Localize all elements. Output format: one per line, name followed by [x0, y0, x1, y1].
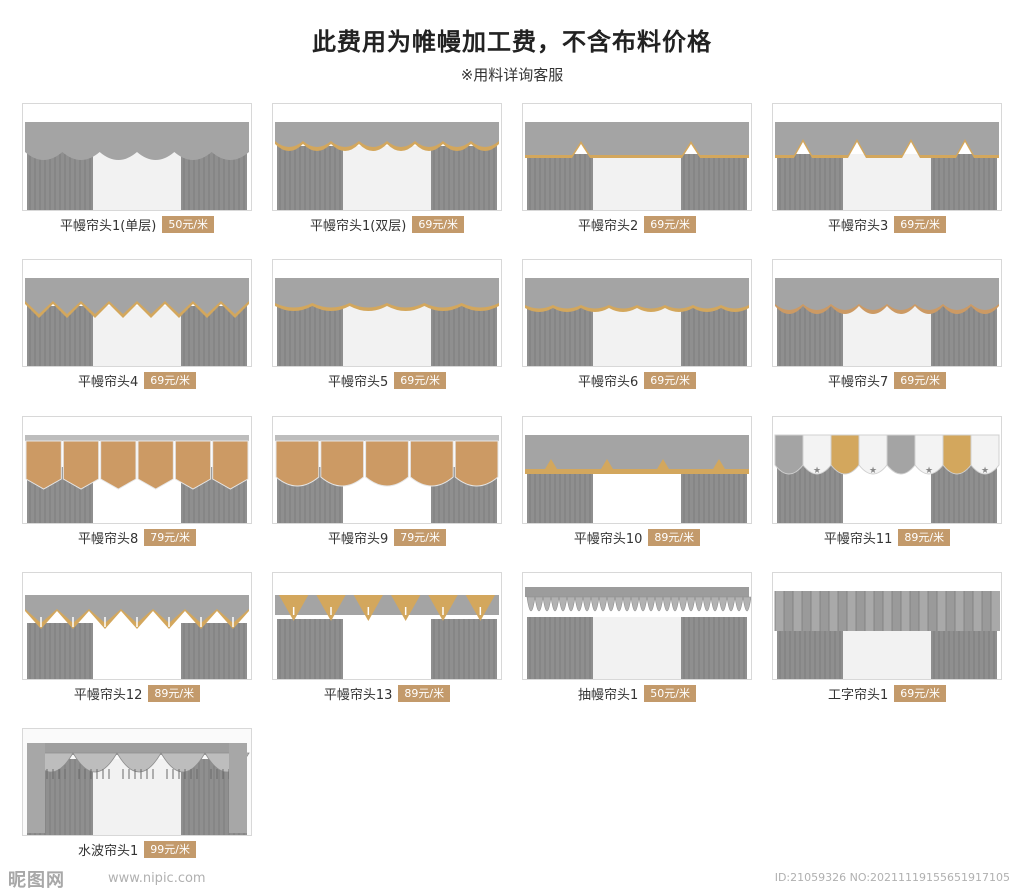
- valance-illustration: [772, 103, 1002, 211]
- valance-card: 平幔帘头2 69元/米: [522, 103, 752, 234]
- valance-caption: 平幔帘头4 69元/米: [22, 371, 252, 390]
- valance-name: 平幔帘头2: [578, 218, 639, 234]
- valance-card: 水波帘头1 99元/米: [22, 728, 252, 859]
- price-badge: 79元/米: [394, 528, 446, 546]
- valance-name: 平幔帘头13: [323, 687, 393, 703]
- valance-card: 平幔帘头1(单层) 50元/米: [22, 103, 252, 234]
- valance-illustration: [772, 572, 1002, 680]
- page-subtitle: ※用料详询客服: [460, 66, 564, 84]
- svg-text:★: ★: [869, 466, 877, 476]
- price-badge: 69元/米: [644, 371, 696, 389]
- valance-card: 工字帘头1 69元/米: [772, 572, 1002, 703]
- valance-illustration: [522, 572, 752, 680]
- valance-name: 平幔帘头10: [573, 531, 643, 547]
- valance-card: 抽幔帘头1 50元/米: [522, 572, 752, 703]
- valance-illustration: [522, 259, 752, 367]
- valance-illustration: [22, 103, 252, 211]
- valance-illustration: [22, 572, 252, 680]
- valance-caption: 工字帘头1 69元/米: [772, 684, 1002, 703]
- watermark-url: www.nipic.com: [108, 871, 206, 886]
- price-badge: 69元/米: [412, 215, 465, 233]
- price-badge: 99元/米: [144, 840, 196, 858]
- valance-name: 平幔帘头1(单层): [59, 218, 157, 234]
- price-badge: 89元/米: [898, 528, 951, 546]
- svg-text:★: ★: [925, 466, 933, 476]
- valance-name: 平幔帘头8: [78, 531, 139, 547]
- valance-name: 平幔帘头11: [823, 531, 893, 547]
- valance-caption: 平幔帘头2 69元/米: [522, 215, 752, 234]
- price-badge: 69元/米: [644, 215, 696, 233]
- svg-text:★: ★: [813, 466, 821, 476]
- price-badge: 69元/米: [394, 371, 446, 389]
- price-badge: 50元/米: [644, 684, 696, 702]
- valance-caption: 平幔帘头10 89元/米: [522, 528, 752, 547]
- valance-card: 平幔帘头5 69元/米: [272, 259, 502, 390]
- price-badge: 69元/米: [894, 215, 946, 233]
- valance-caption: 平幔帘头7 69元/米: [772, 371, 1002, 390]
- valance-caption: 平幔帘头11 89元/米: [772, 528, 1002, 547]
- valance-name: 平幔帘头6: [578, 374, 639, 390]
- valance-caption: 水波帘头1 99元/米: [22, 840, 252, 859]
- watermark-bar: 昵图网 www.nipic.com ID:21059326 NO:2021111…: [0, 862, 1024, 892]
- valance-caption: 平幔帘头1(双层) 69元/米: [272, 215, 502, 234]
- valance-card: 平幔帘头6 69元/米: [522, 259, 752, 390]
- valance-card: 平幔帘头1(双层) 69元/米: [272, 103, 502, 234]
- valance-name: 平幔帘头7: [828, 374, 889, 390]
- price-badge: 69元/米: [894, 371, 946, 389]
- valance-name: 平幔帘头9: [328, 531, 389, 547]
- valance-card: 平幔帘头13 89元/米: [272, 572, 502, 703]
- valance-illustration: [22, 728, 252, 836]
- valance-illustration: [272, 259, 502, 367]
- valance-illustration: [522, 103, 752, 211]
- price-badge: 89元/米: [148, 684, 201, 702]
- valance-card: 平幔帘头3 69元/米: [772, 103, 1002, 234]
- valance-illustration: [272, 572, 502, 680]
- valance-illustration: [772, 259, 1002, 367]
- valance-caption: 平幔帘头13 89元/米: [272, 684, 502, 703]
- valance-card: 平幔帘头12 89元/米: [22, 572, 252, 703]
- valance-illustration: [272, 103, 502, 211]
- page-title: 此费用为帷幔加工费，不含布料价格: [312, 28, 712, 56]
- valance-card: 平幔帘头10 89元/米: [522, 416, 752, 547]
- valance-illustration: [22, 416, 252, 524]
- valance-card: 平幔帘头9 79元/米: [272, 416, 502, 547]
- valance-name: 水波帘头1: [78, 843, 139, 859]
- valance-illustration: ★ ★ ★ ★: [772, 416, 1002, 524]
- valance-caption: 平幔帘头5 69元/米: [272, 371, 502, 390]
- watermark-logo: 昵图网: [8, 870, 65, 891]
- valance-illustration: [22, 259, 252, 367]
- valance-name: 平幔帘头5: [328, 374, 389, 390]
- valance-illustration: [272, 416, 502, 524]
- valance-caption: 平幔帘头6 69元/米: [522, 371, 752, 390]
- price-badge: 89元/米: [648, 528, 701, 546]
- valance-caption: 平幔帘头12 89元/米: [22, 684, 252, 703]
- price-badge: 69元/米: [894, 684, 946, 702]
- valance-name: 平幔帘头12: [73, 687, 143, 703]
- valance-name: 平幔帘头4: [78, 374, 139, 390]
- valance-caption: 平幔帘头9 79元/米: [272, 528, 502, 547]
- price-badge: 79元/米: [144, 528, 196, 546]
- valance-card: 平幔帘头8 79元/米: [22, 416, 252, 547]
- valance-illustration: [522, 416, 752, 524]
- valance-name: 平幔帘头1(双层): [309, 218, 407, 234]
- valance-card: 平幔帘头7 69元/米: [772, 259, 1002, 390]
- valance-caption: 平幔帘头8 79元/米: [22, 528, 252, 547]
- valance-card: ★ ★ ★ ★ 平幔帘头11 89元/米: [772, 416, 1002, 547]
- valance-name: 工字帘头1: [828, 687, 889, 703]
- valance-name: 平幔帘头3: [828, 218, 889, 234]
- valance-name: 抽幔帘头1: [578, 687, 639, 703]
- valance-caption: 平幔帘头3 69元/米: [772, 215, 1002, 234]
- price-badge: 69元/米: [144, 371, 196, 389]
- price-badge: 50元/米: [162, 215, 215, 233]
- valance-caption: 抽幔帘头1 50元/米: [522, 684, 752, 703]
- valance-card: 平幔帘头4 69元/米: [22, 259, 252, 390]
- valance-caption: 平幔帘头1(单层) 50元/米: [22, 215, 252, 234]
- watermark-id: ID:21059326 NO:20211119155651917105: [774, 871, 1010, 884]
- svg-text:★: ★: [981, 466, 989, 476]
- price-badge: 89元/米: [398, 684, 451, 702]
